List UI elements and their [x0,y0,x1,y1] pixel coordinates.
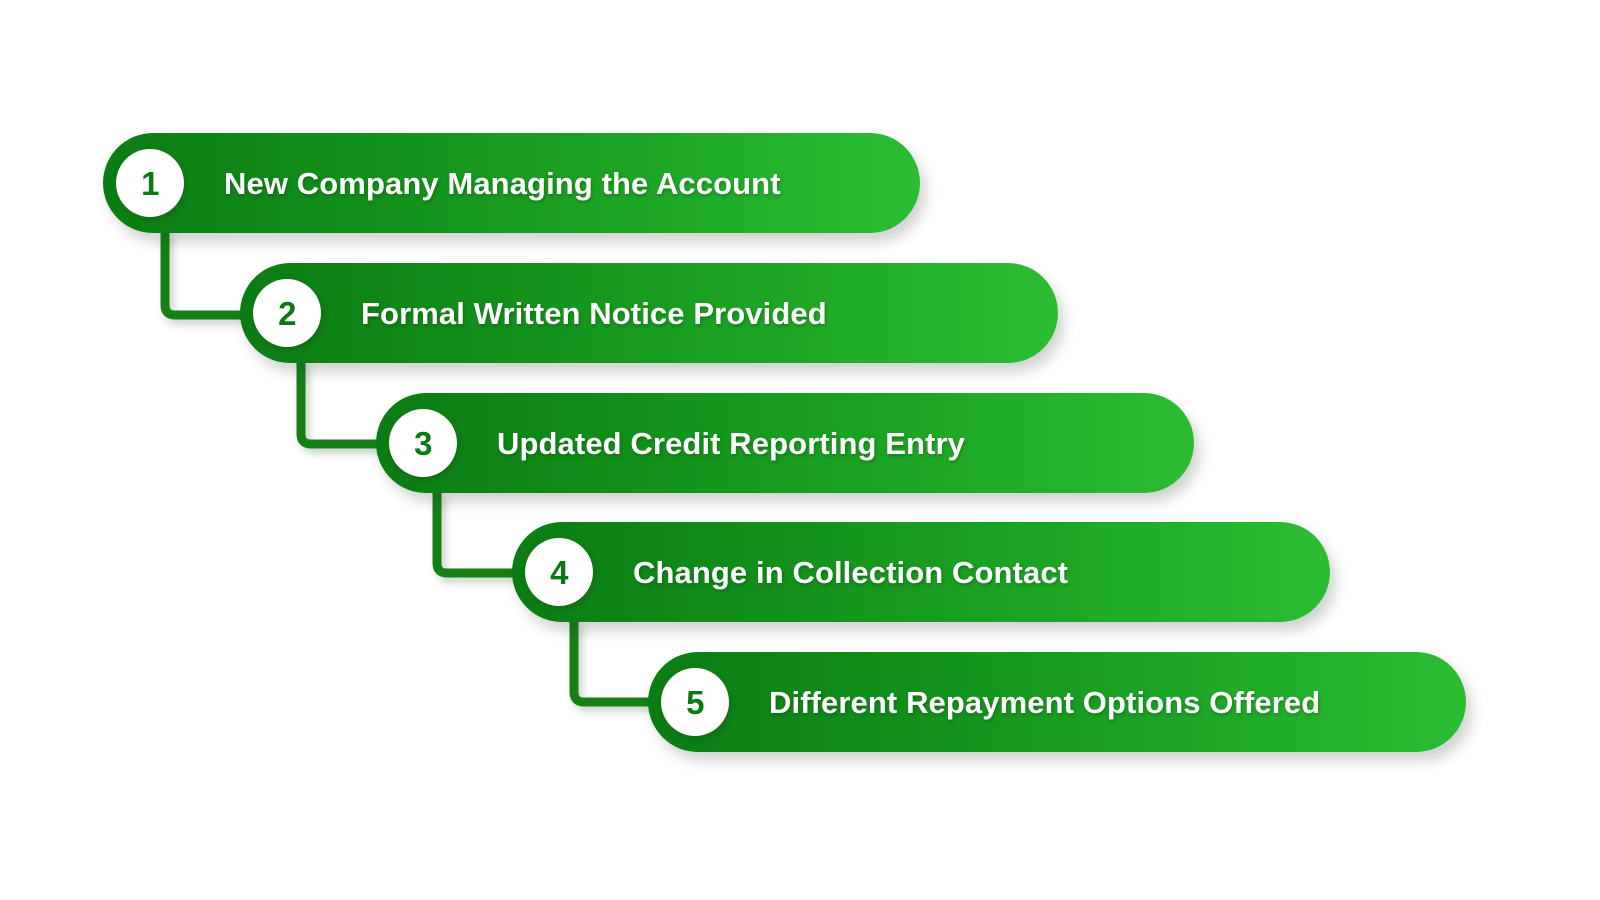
step-badge-1: 1 [116,149,184,217]
step-label-2: Formal Written Notice Provided [361,295,827,331]
step-label-1: New Company Managing the Account [224,165,781,201]
step-badge-3: 3 [389,409,457,477]
step-label-3: Updated Credit Reporting Entry [497,425,966,461]
step-number-4: 4 [550,553,568,591]
step-number-5: 5 [686,683,704,721]
step-label-4: Change in Collection Contact [633,554,1069,590]
step-badge-2: 2 [253,279,321,347]
step-badge-5: 5 [661,668,729,736]
step-row-2[interactable]: 2 Formal Written Notice Provided [240,263,1058,363]
step-label-5: Different Repayment Options Offered [769,684,1321,720]
step-row-5[interactable]: 5 Different Repayment Options Offered [648,652,1466,752]
step-badge-4: 4 [525,538,593,606]
step-row-1[interactable]: 1 New Company Managing the Account [103,133,920,233]
step-number-2: 2 [278,294,296,332]
step-number-3: 3 [414,424,432,462]
step-row-3[interactable]: 3 Updated Credit Reporting Entry [376,393,1194,493]
step-number-1: 1 [141,164,159,202]
step-row-4[interactable]: 4 Change in Collection Contact [512,522,1330,622]
